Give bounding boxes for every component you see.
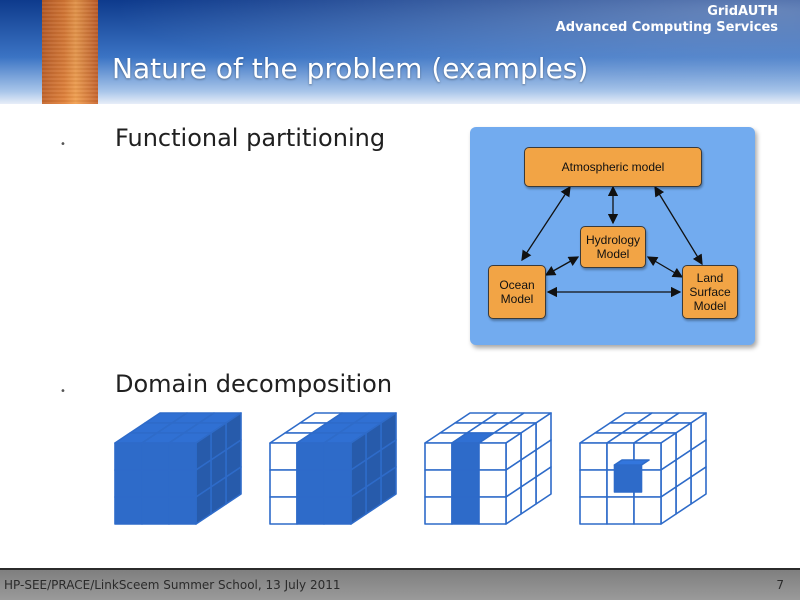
cube-2-front-cell bbox=[451, 469, 480, 498]
cube-1-front-cell bbox=[323, 469, 352, 498]
cube-0-front-cell bbox=[168, 442, 197, 471]
brand-line-1: GridAUTH bbox=[707, 4, 778, 19]
header-glow bbox=[0, 0, 800, 104]
cube-1-front-cell bbox=[296, 496, 325, 525]
ocean-model-box: Ocean Model bbox=[488, 265, 546, 319]
slide-footer: HP-SEE/PRACE/LinkSceem Summer School, 13… bbox=[0, 568, 800, 600]
cube-2-front-cell bbox=[424, 442, 453, 471]
cube-1-front-cell bbox=[269, 496, 298, 525]
bullet-domain-decomposition: Domain decomposition bbox=[115, 370, 393, 398]
cube-1-front-cell bbox=[296, 469, 325, 498]
cube-2-front-cell bbox=[424, 469, 453, 498]
cube-0-front-cell bbox=[168, 469, 197, 498]
arrow-ocean-hydrology bbox=[544, 256, 580, 276]
page-number: 7 bbox=[776, 578, 784, 592]
cube-0-front-cell bbox=[168, 496, 197, 525]
cube-2-front-cell bbox=[424, 496, 453, 525]
cube-0-front-cell bbox=[114, 469, 143, 498]
cube-0-front-cell bbox=[114, 496, 143, 525]
hydrology-model-box: Hydrology Model bbox=[580, 226, 646, 268]
cube-1-front-cell bbox=[323, 496, 352, 525]
slide-header: GridAUTH Advanced Computing Services Nat… bbox=[0, 0, 800, 104]
domain-decomposition-cubes bbox=[114, 412, 707, 525]
arrow-hydrology-land bbox=[646, 256, 684, 278]
cube-2-front-cell bbox=[451, 442, 480, 471]
orange-decorative-strip bbox=[42, 0, 98, 104]
cube-2-front-cell bbox=[451, 496, 480, 525]
cube-1-front-cell bbox=[296, 442, 325, 471]
footer-text: HP-SEE/PRACE/LinkSceem Summer School, 13… bbox=[4, 578, 341, 592]
cube-2-front-cell bbox=[478, 469, 507, 498]
slide-title: Nature of the problem (examples) bbox=[112, 52, 589, 85]
cube-2-front-cell bbox=[478, 496, 507, 525]
cube-0-front-cell bbox=[141, 469, 170, 498]
cube-0-front-cell bbox=[114, 442, 143, 471]
brand-line-2: Advanced Computing Services bbox=[555, 20, 778, 35]
bullet-marker: • bbox=[60, 386, 66, 397]
cube-3-front-cell bbox=[579, 442, 608, 471]
atmospheric-model-box: Atmospheric model bbox=[524, 147, 702, 187]
cube-3-front-cell bbox=[579, 496, 608, 525]
bullet-marker: • bbox=[60, 139, 66, 150]
cube-1-front-cell bbox=[269, 442, 298, 471]
functional-partitioning-diagram: Atmospheric model Hydrology Model Ocean … bbox=[470, 127, 755, 345]
cube-1-front-cell bbox=[269, 469, 298, 498]
cube-0-front-cell bbox=[141, 442, 170, 471]
brand-logo-text: GridAUTH Advanced Computing Services bbox=[556, 4, 778, 36]
cube-0-front-cell bbox=[141, 496, 170, 525]
cube-2-front-cell bbox=[478, 442, 507, 471]
bullet-functional-partitioning: Functional partitioning bbox=[115, 124, 386, 152]
cube-3-front-cell bbox=[606, 496, 635, 525]
cube-3-front-cell bbox=[579, 469, 608, 498]
arrow-atmos-ocean bbox=[521, 185, 571, 262]
cube-3-inner-front bbox=[613, 464, 643, 493]
land-surface-model-box: Land Surface Model bbox=[682, 265, 738, 319]
cube-3-front-cell bbox=[633, 496, 662, 525]
diagram-arrows bbox=[521, 185, 703, 298]
cube-1-front-cell bbox=[323, 442, 352, 471]
arrow-atmos-land bbox=[654, 185, 703, 266]
cube-3-inner-top bbox=[613, 459, 650, 466]
